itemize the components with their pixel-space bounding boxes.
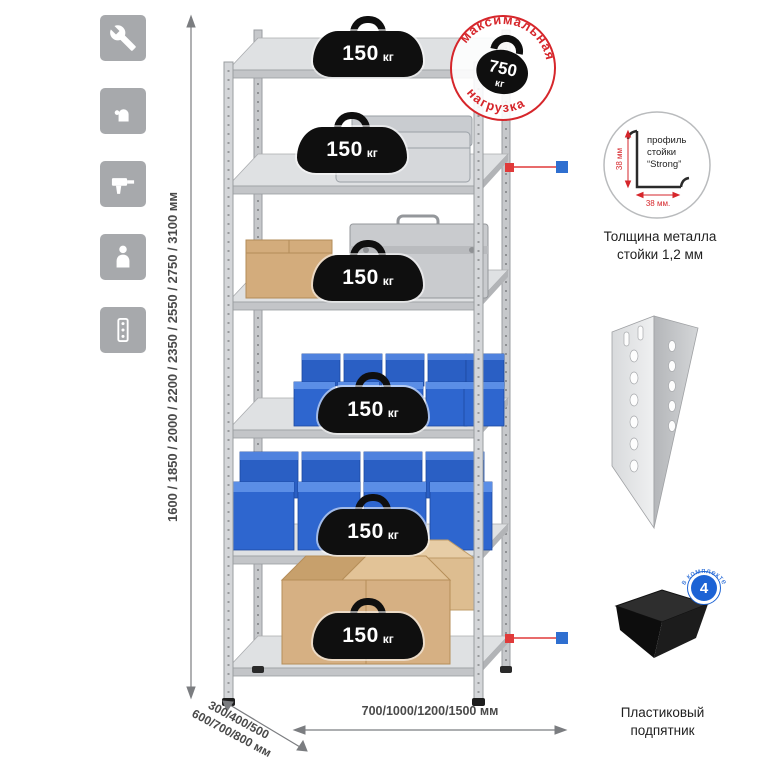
kettlebell-handle (350, 16, 386, 33)
profile-caption-line2: стойки 1,2 мм (616, 247, 704, 263)
post-profile-detail: 38 мм 38 мм. профиль стойки “Strong” (603, 111, 711, 219)
wrench-icon (110, 25, 136, 51)
profile-label-3: “Strong” (647, 159, 681, 170)
foot-caption-line2: подпятник (630, 723, 695, 739)
badge-value: 150 (342, 42, 379, 65)
badge-value: 150 (342, 266, 379, 289)
badge-unit: кг (387, 528, 399, 542)
height-dimension-label: 1600 / 1850 / 2000 / 2200 / 2350 / 2550 … (165, 191, 180, 523)
badge-value: 150 (347, 398, 384, 421)
height-dimension-line (186, 14, 196, 700)
angle-post-image (611, 315, 699, 530)
feature-box-assembly (100, 15, 146, 61)
stamp-kettlebell-handle (490, 34, 524, 55)
profile-angle-drawing (635, 131, 681, 189)
badge-unit: кг (382, 274, 394, 288)
width-dimension-line (292, 725, 568, 735)
width-dimension-label: 700/1000/1200/1500 мм (361, 704, 499, 718)
kettlebell-handle (355, 494, 391, 511)
foot-caption: Пластиковый подпятник (585, 704, 740, 740)
profile-label-2: стойки (647, 147, 676, 158)
kettlebell-handle (355, 372, 391, 389)
plastic-foot-image: 4 в комплекте (614, 566, 729, 658)
callout-profile (505, 161, 568, 173)
kit-badge-value: 4 (700, 580, 709, 597)
max-load-stamp: максимальная нагрузка 750 кг (450, 2, 566, 121)
gloves-icon (114, 109, 129, 122)
perforation-holes (623, 325, 676, 473)
level-icon (117, 317, 129, 343)
feature-box-person (100, 234, 146, 280)
profile-dim-vertical: 38 мм (615, 148, 624, 170)
badge-value: 150 (342, 624, 379, 647)
stamp-unit: кг (494, 78, 505, 91)
kettlebell-handle (334, 112, 370, 129)
drill-icon (111, 178, 135, 194)
stamp-kettlebell-body (476, 49, 529, 95)
feature-box-gloves (100, 88, 146, 134)
badge-unit: кг (382, 50, 394, 64)
badge-value: 150 (326, 138, 363, 161)
badge-unit: кг (382, 632, 394, 646)
profile-label-1: профиль (647, 135, 686, 146)
feature-box-drill (100, 161, 146, 207)
profile-caption-line1: Толщина металла (603, 229, 717, 244)
foot-caption-line1: Пластиковый (620, 705, 705, 720)
badge-value: 150 (347, 520, 384, 543)
profile-dim-horizontal: 38 мм. (646, 199, 670, 208)
person-icon (116, 245, 130, 268)
feature-box-level (100, 307, 146, 353)
kettlebell-handle (350, 598, 386, 615)
callout-foot (505, 632, 568, 644)
profile-caption: Толщина металла стойки 1,2 мм (585, 228, 735, 264)
depth-dimension-line (222, 700, 308, 752)
kit-badge (691, 575, 717, 601)
badge-unit: кг (366, 146, 378, 160)
badge-unit: кг (387, 406, 399, 420)
kettlebell-handle (350, 240, 386, 257)
profile-dimension-arrows (624, 129, 681, 199)
